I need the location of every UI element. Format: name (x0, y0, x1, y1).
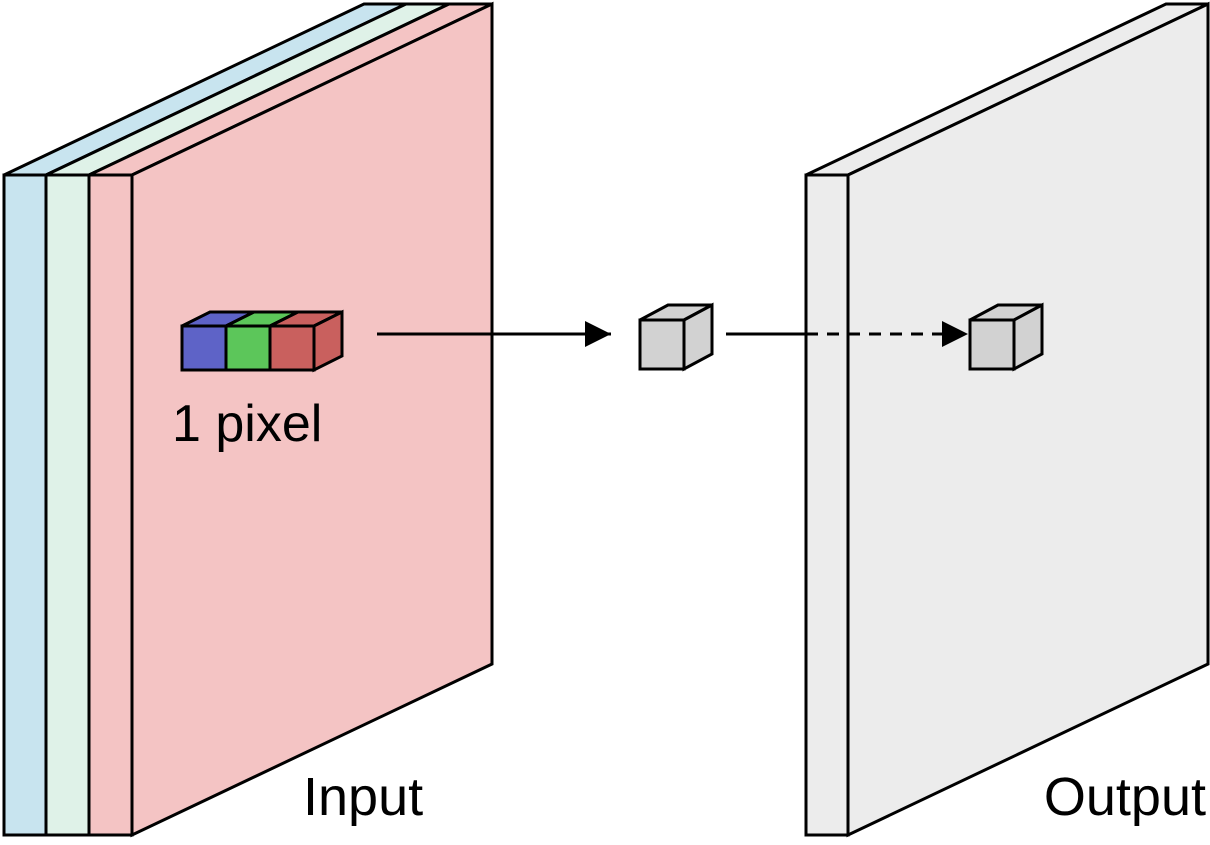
intermediate-cube (638, 302, 714, 372)
input-layer-stack (2, 1, 494, 838)
input-channel-red (87, 1, 494, 838)
pixel-cube-blue (180, 310, 255, 372)
pixel-cube-red (268, 309, 344, 373)
output-label: Output (1044, 767, 1206, 827)
pixel-label: 1 pixel (172, 395, 322, 453)
pixel-cube-group (180, 309, 344, 373)
output-layer (804, 1, 1210, 838)
input-label: Input (303, 767, 423, 827)
input-channel-green (44, 2, 450, 837)
output-pixel-cube (968, 302, 1044, 372)
